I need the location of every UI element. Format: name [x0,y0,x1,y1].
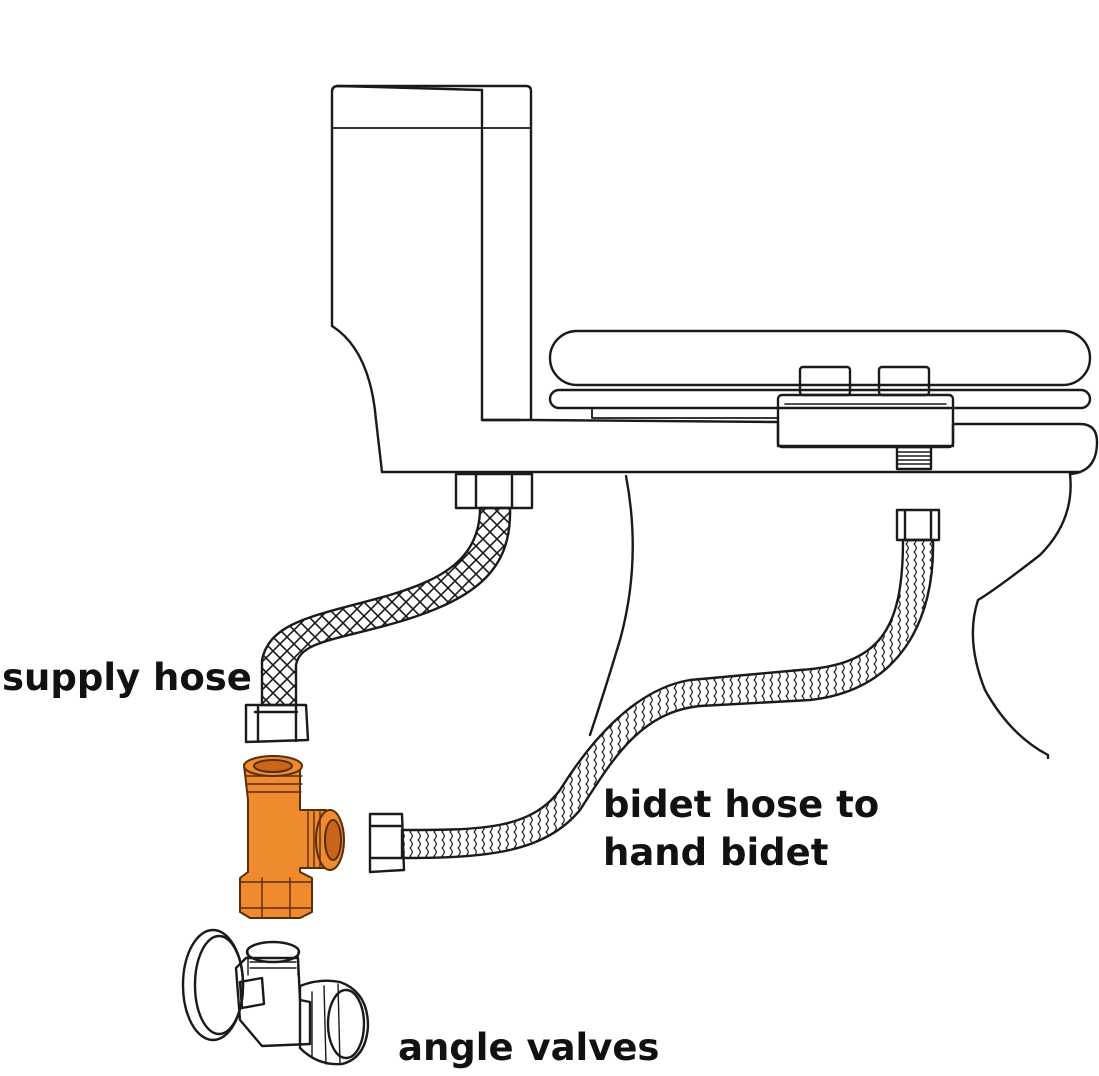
valve-body [234,956,312,1048]
supply-hose [244,472,534,744]
bidet-hose [368,508,941,874]
toilet-tank-lid-front [330,84,484,328]
tee-body [239,764,327,919]
angle-valve-icon [181,928,370,1066]
supply-hose-top-nut [454,472,534,510]
t-valve-adapter-icon [239,755,345,919]
bidet-hose-label-line1: bidet hose to [603,783,880,826]
angle-valves-label: angle valves [398,1026,660,1069]
bidet-hose-label: bidet hose to hand bidet [603,781,879,877]
toilet-rim [529,418,1099,476]
toilet-outline-icon [330,84,1099,760]
toilet-pedestal-back [971,472,1072,760]
bidet-hose-side-nut [368,812,406,874]
valve-knob [298,979,370,1066]
toilet-tank-front [330,324,384,474]
toilet-pedestal [588,474,634,737]
toilet-lid [548,329,1092,387]
supply-hose-label: supply hose [2,656,252,699]
bidet-hose-top-nut [895,508,941,542]
bidet-body [776,393,955,449]
toilet-seat [548,388,1092,410]
toilet-tank [336,84,533,422]
bidet-inlet-thread [895,445,933,471]
valve-lever [238,976,266,1010]
bidet-hose-label-line2: hand bidet [603,831,829,874]
supply-hose-braid [260,506,512,707]
supply-hose-bottom-nut [244,703,310,744]
bidet-attachment [776,365,955,471]
